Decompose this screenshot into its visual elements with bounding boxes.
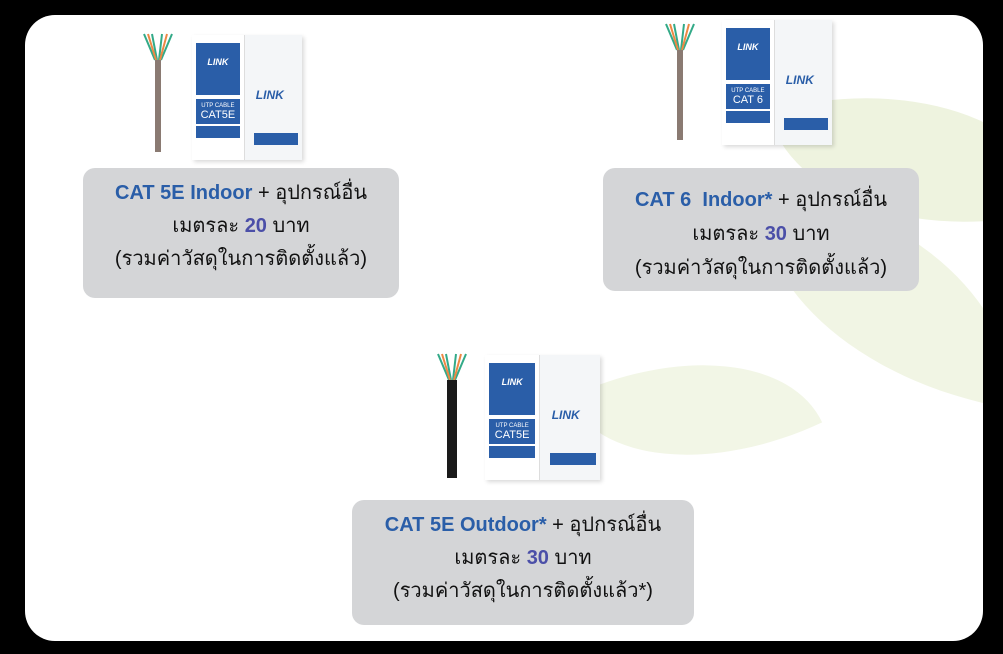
price-note: (รวมค่าวัสดุในการติดตั้งแล้ว)	[634, 257, 888, 279]
product-title: CAT 5E Outdoor*	[384, 514, 547, 536]
price: 20	[244, 215, 267, 237]
plus-text: + อุปกรณ์อื่น	[252, 182, 367, 204]
price-prefix: เมตรละ	[454, 547, 527, 569]
product-card-cat6-indoor: CAT 6 Indoor* + อุปกรณ์อื่น เมตรละ 30 บา…	[603, 168, 919, 291]
price-suffix: บาท	[266, 215, 310, 237]
price-prefix: เมตรละ	[172, 215, 245, 237]
leaf-decoration	[567, 304, 823, 516]
product-card-cat5e-indoor: CAT 5E Indoor + อุปกรณ์อื่น เมตรละ 20 บา…	[83, 168, 399, 298]
price-prefix: เมตรละ	[692, 223, 765, 245]
price: 30	[526, 547, 549, 569]
product-title: CAT 5E Indoor	[115, 182, 253, 204]
price-note: (รวมค่าวัสดุในการติดตั้งแล้ว)	[114, 248, 368, 270]
cable-image	[437, 353, 467, 478]
plus-text: + อุปกรณ์อื่น	[772, 189, 887, 211]
plus-text: + อุปกรณ์อื่น	[546, 514, 662, 536]
product-title: CAT 6 Indoor*	[635, 189, 773, 211]
price-suffix: บาท	[786, 223, 830, 245]
price: 30	[764, 223, 787, 245]
price-suffix: บาท	[548, 547, 592, 569]
cable-image	[665, 23, 695, 140]
product-card-cat5e-outdoor: CAT 5E Outdoor* + อุปกรณ์อื่น เมตรละ 30 …	[352, 500, 694, 625]
price-note: (รวมค่าวัสดุในการติดตั้งแล้ว*)	[393, 580, 653, 602]
cable-image	[143, 33, 173, 152]
